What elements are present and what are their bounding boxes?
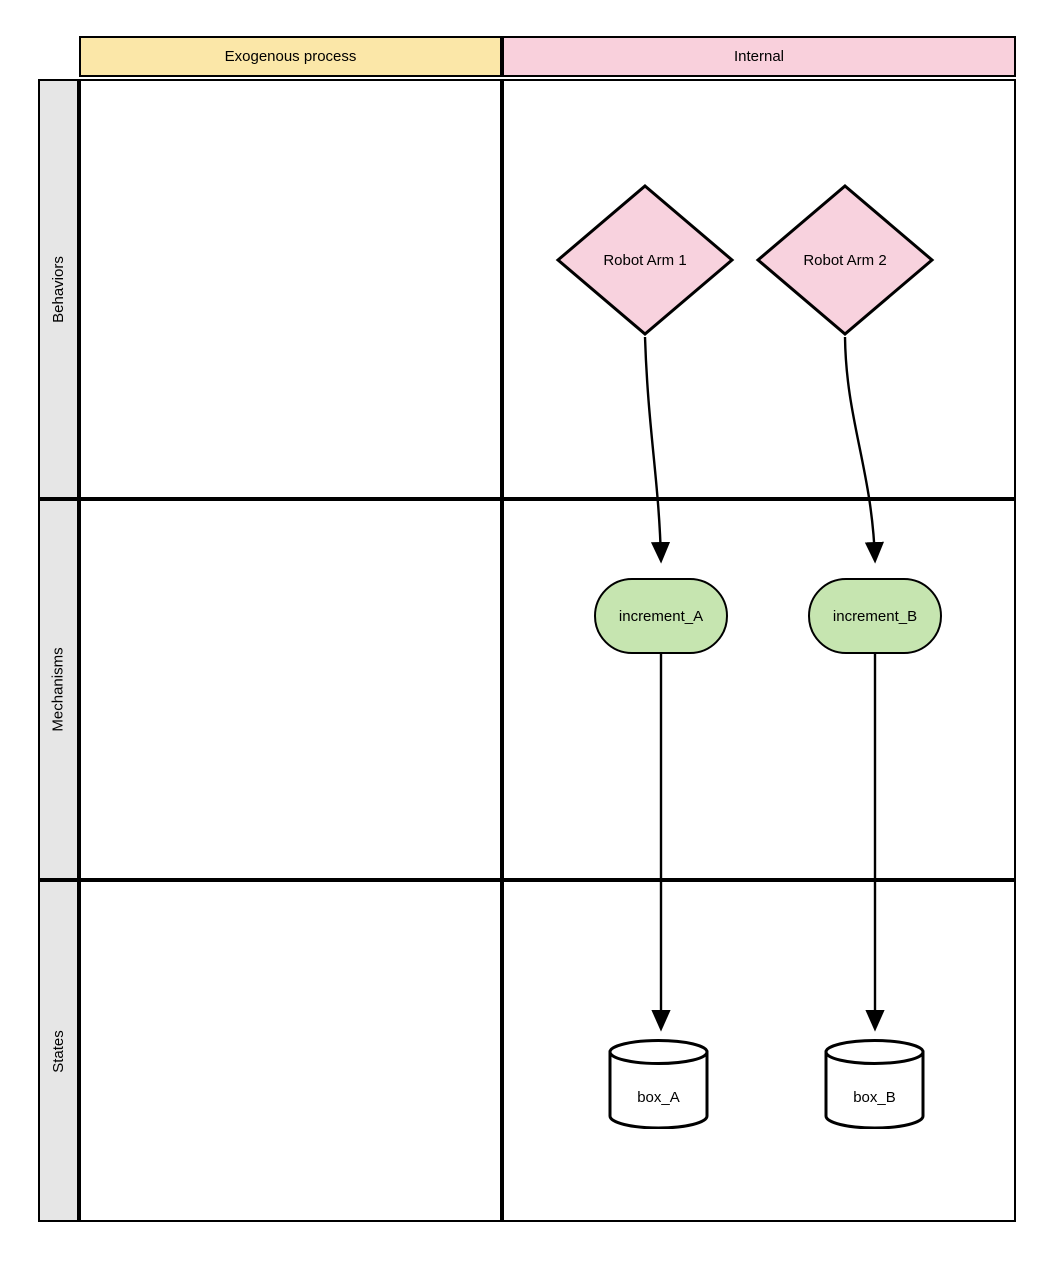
row-label-text: Behaviors [50, 255, 68, 323]
row-label-behaviors[interactable]: Behaviors [38, 79, 79, 499]
node-increment-a[interactable]: increment_A [594, 578, 728, 654]
column-header-label: Exogenous process [224, 48, 357, 65]
cylinder-shape [608, 1039, 709, 1129]
cell-internal-mechanisms[interactable] [502, 499, 1016, 880]
row-label-mechanisms[interactable]: Mechanisms [38, 499, 79, 880]
cylinder-shape [824, 1039, 925, 1129]
column-header-label: Internal [733, 48, 785, 65]
node-label: increment_A [618, 607, 704, 625]
cell-exogenous-behaviors[interactable] [79, 79, 502, 499]
node-robot-arm-2[interactable]: Robot Arm 2 [755, 183, 935, 337]
swimlane-grid: Exogenous process Internal Behaviors Mec… [38, 36, 1016, 1222]
cell-internal-behaviors[interactable] [502, 79, 1016, 499]
column-header-internal[interactable]: Internal [502, 36, 1016, 77]
diamond-shape [755, 184, 935, 336]
cell-exogenous-states[interactable] [79, 880, 502, 1222]
node-box-a[interactable]: box_A [608, 1039, 709, 1129]
row-label-states[interactable]: States [38, 880, 79, 1222]
cell-exogenous-mechanisms[interactable] [79, 499, 502, 880]
node-robot-arm-1[interactable]: Robot Arm 1 [555, 183, 735, 337]
row-label-text: Mechanisms [50, 647, 68, 732]
column-header-exogenous-process[interactable]: Exogenous process [79, 36, 502, 77]
diamond-shape [555, 184, 735, 336]
cell-internal-states[interactable] [502, 880, 1016, 1222]
node-box-b[interactable]: box_B [824, 1039, 925, 1129]
row-label-text: States [50, 1029, 67, 1073]
node-label: increment_B [832, 607, 918, 625]
node-increment-b[interactable]: increment_B [808, 578, 942, 654]
